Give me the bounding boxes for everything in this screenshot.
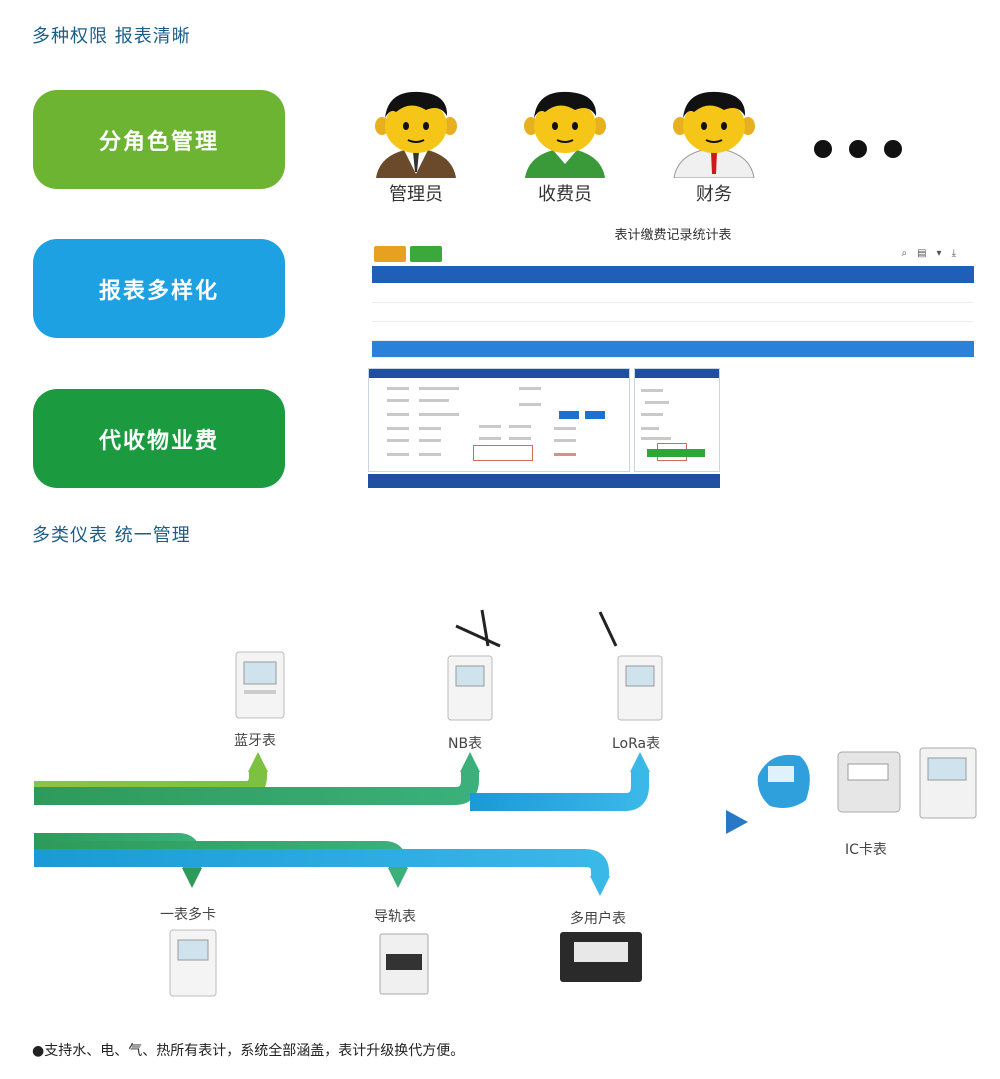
multi-user-meter-icon [560,932,642,982]
property-fee-pill: 代收物业费 [33,389,285,488]
ellipsis-dot [814,140,832,158]
meter-label-lora: LoRa表 [612,736,661,752]
meter-label-ic: IC卡表 [845,842,887,858]
arrow-head-one-multi [182,868,202,888]
arrow-head-lora [630,752,650,772]
arrow-head-din [388,868,408,888]
table-row[interactable] [372,321,974,341]
arrow-head-ic [726,810,748,834]
flow-arrows [34,609,977,997]
meter-diagram: 蓝牙表 NB表 LoRa表 IC卡表 一表多卡 导轨表 多用户表 [0,580,1000,1020]
arrow-head-bluetooth [248,752,268,772]
report-toolbar-icons: ⌕▤▾⤓ [901,248,966,259]
role-label-cashier: 收费员 [538,184,592,205]
arrow-head-nb [460,752,480,772]
meter-label-nb: NB表 [448,736,483,752]
lora-meter-icon [598,611,663,721]
nb-meter-icon [447,609,501,721]
payment-side-panel [634,368,720,472]
report-export-button[interactable] [374,246,406,262]
report-diversity-pill: 报表多样化 [33,239,285,338]
form-footer-bar [368,474,720,488]
report-title: 表计缴费记录统计表 [614,228,732,243]
panel-header [369,369,629,378]
ellipsis-dot [884,140,902,158]
meter-label-multi-user: 多用户表 [570,911,626,927]
finance-avatar-icon [673,91,755,178]
form-button[interactable] [585,411,605,419]
report-total-row [372,340,974,358]
one-meter-multi-card-icon [169,929,217,997]
report-toolbar: ⌕▤▾⤓ [372,246,974,266]
section-title-meters: 多类仪表 统一管理 [32,525,191,546]
meter-label-din-rail: 导轨表 [374,909,416,925]
ic-water-meter-icon [757,754,810,808]
ic-gas-meter-icon [837,751,901,813]
table-row[interactable] [372,283,974,303]
more-roles-ellipsis [814,140,902,158]
admin-avatar-icon [375,91,457,178]
role-management-pill: 分角色管理 [33,90,285,189]
arrow-head-multi-user [590,876,610,896]
report-header-row [372,266,974,283]
form-button[interactable] [559,411,579,419]
finance-avatar: 财务 [666,86,762,206]
admin-avatar: 管理员 [368,86,464,206]
payment-form-panel [368,368,630,472]
report-print-button[interactable] [410,246,442,262]
section-title-permissions: 多种权限 报表清晰 [32,26,191,47]
pay-confirm-button[interactable] [647,449,705,457]
table-row[interactable] [372,302,974,322]
footnote: ●支持水、电、气、热所有表计，系统全部涵盖，表计升级换代方便。 [32,1043,465,1059]
cashier-avatar-icon [524,91,606,178]
panel-header [635,369,719,378]
report-header-cell [372,266,439,283]
report-screenshot: 表计缴费记录统计表 ⌕▤▾⤓ [372,224,974,359]
cashier-avatar: 收费员 [517,86,613,206]
role-label-admin: 管理员 [389,184,443,205]
highlight-box [473,445,533,461]
meter-label-bluetooth: 蓝牙表 [234,733,276,749]
role-label-finance: 财务 [696,184,732,205]
report-table [372,266,974,358]
din-rail-meter-icon [379,933,429,995]
ic-electric-meter-icon [919,747,977,819]
meter-label-one-multi-card: 一表多卡 [160,907,216,923]
ellipsis-dot [849,140,867,158]
bluetooth-meter-icon [235,651,285,719]
